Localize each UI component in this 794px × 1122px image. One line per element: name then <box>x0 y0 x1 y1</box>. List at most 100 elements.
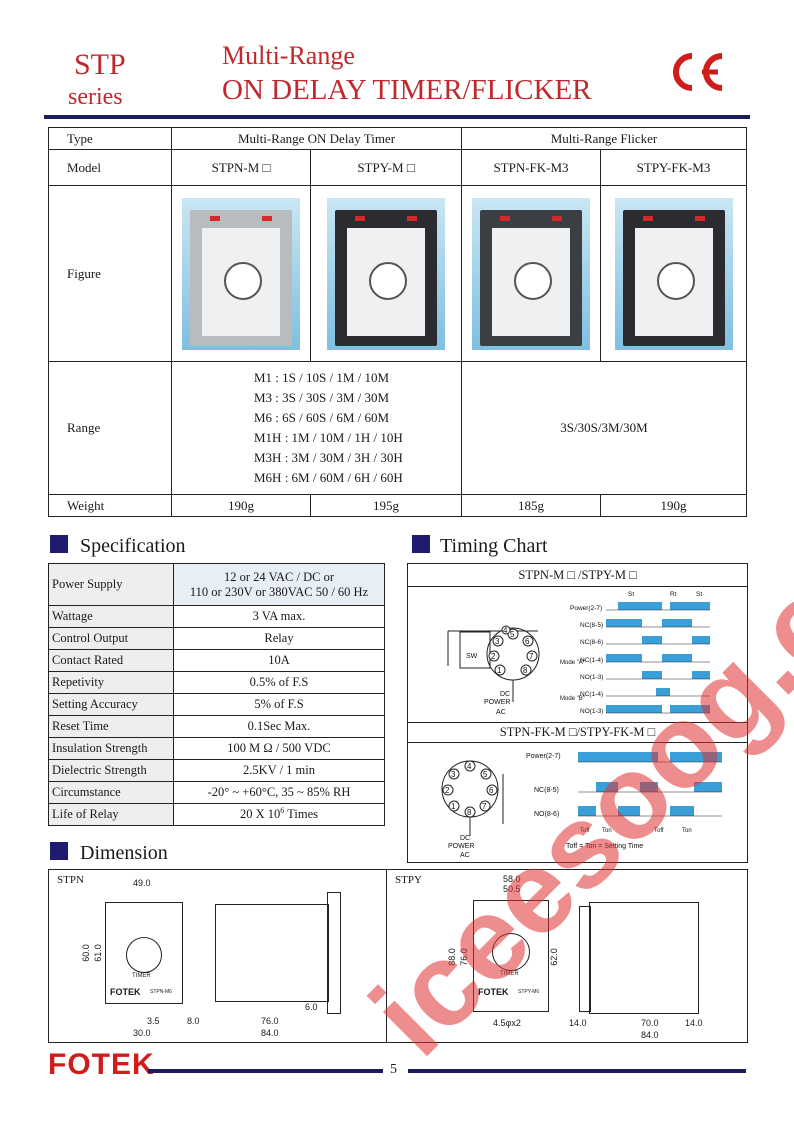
timing-diagram-bottom: 4 5 6 7 8 1 2 3 DC POWER AC Power(2-7) N… <box>441 752 722 859</box>
mode-a-label: Mode "A" <box>560 660 585 666</box>
signal-label: Power(2-7) <box>570 605 602 612</box>
dim-value: 3.5 <box>147 1016 160 1026</box>
pin-label: 2 <box>445 786 450 795</box>
timing-title: Timing Chart <box>440 535 548 557</box>
dim-value: 76.0 <box>261 1016 279 1026</box>
spec-value: -20° ~ +60°C, 35 ~ 85% RH <box>173 781 385 804</box>
series-word: series <box>68 84 123 110</box>
timing-mark: St <box>696 591 702 598</box>
dim-label-stpn: STPN <box>57 874 84 886</box>
dim-value: 61.0 <box>92 944 103 962</box>
timer-label: TIMER <box>132 973 151 979</box>
pin-label: 1 <box>497 666 502 675</box>
ac-label: AC <box>496 709 506 716</box>
timing-diagram-top: 5 6 7 8 1 2 3 4 SW DC POWER AC St Rt St … <box>447 591 710 716</box>
power-label: POWER <box>484 699 510 706</box>
spec-value: 3 VA max. <box>173 605 385 628</box>
spec-value: 0.5% of F.S <box>173 671 385 694</box>
header-rule <box>44 115 750 119</box>
spec-key: Power Supply <box>48 563 174 606</box>
type-timer: Multi-Range ON Delay Timer <box>171 127 462 150</box>
pin-label: 5 <box>483 770 488 779</box>
dim-value: 30.0 <box>133 1028 151 1038</box>
signal-label: NC(1-4) <box>580 657 603 664</box>
spec-key: Life of Relay <box>48 803 174 826</box>
model-label: Model <box>48 149 172 186</box>
spec-value: 12 or 24 VAC / DC or <box>224 569 334 584</box>
product-image-stpn-fk <box>472 197 590 350</box>
pin-label: 8 <box>467 808 472 817</box>
spec-key: Contact Rated <box>48 649 174 672</box>
weight-value: 190g <box>600 494 747 517</box>
dim-value: 8.0 <box>187 1016 200 1026</box>
pin-label: 7 <box>482 802 487 811</box>
dimension-title: Dimension <box>80 842 168 864</box>
footer-rule <box>408 1069 746 1073</box>
pin-label: 3 <box>451 770 456 779</box>
dim-value: 70.0 <box>641 1018 659 1028</box>
timing-mark: Ton <box>602 828 612 834</box>
pin-label: 7 <box>529 652 534 661</box>
dim-value: 88.0 <box>446 948 457 966</box>
series-code: STP <box>74 48 126 81</box>
timer-range-list: M1 : 1S / 10S / 1M / 10M M3 : 3S / 30S /… <box>254 368 461 488</box>
spec-key: Repetivity <box>48 671 174 694</box>
range-label: Range <box>48 361 172 495</box>
spec-value: 0.1Sec Max. <box>173 715 385 738</box>
timing-mark: Toff <box>654 828 664 834</box>
signal-label: Power(2-7) <box>526 753 561 760</box>
dimension-box: STPN STPY TIMER FOTEK STPN-M6 49.0 60.0 … <box>48 869 748 1043</box>
spec-value: 2.5KV / 1 min <box>173 759 385 782</box>
pin-label: 4 <box>467 762 472 771</box>
device-brand: FOTEK <box>110 987 141 997</box>
signal-label: NC(8-5) <box>534 787 559 794</box>
timing-mark: St <box>628 591 634 598</box>
range-item: M6H : 6M / 60M / 6H / 60H <box>254 470 403 485</box>
signal-label: NO(1-3) <box>580 674 603 681</box>
type-label: Type <box>48 127 172 150</box>
flicker-range: 3S/30S/3M/30M <box>461 361 747 495</box>
spec-key: Control Output <box>48 627 174 650</box>
spec-key: Setting Accuracy <box>48 693 174 716</box>
stpn-front-drawing: TIMER FOTEK STPN-M6 <box>105 902 183 1004</box>
spec-key: Dielectric Strength <box>48 759 174 782</box>
range-item: M3H : 3M / 30M / 3H / 30H <box>254 450 403 465</box>
stpy-front-drawing: TIMER FOTEK STPY-M6 <box>473 900 549 1012</box>
spec-value: 5% of F.S <box>173 693 385 716</box>
spec-value: 100 M Ω / 500 VDC <box>173 737 385 760</box>
model-stpn-fk: STPN-FK-M3 <box>461 149 601 186</box>
dim-value: 58.0 <box>503 874 521 884</box>
pin-label: 6 <box>525 637 530 646</box>
dim-value: 76.0 <box>458 948 469 966</box>
range-item: M1H : 1M / 10M / 1H / 10H <box>254 430 403 445</box>
product-image-stpn-m <box>182 197 300 350</box>
range-item: M1 : 1S / 10S / 1M / 10M <box>254 370 390 385</box>
pin-label: 4 <box>503 626 508 635</box>
dim-value: 62.0 <box>548 948 559 966</box>
signal-label: NC(8-6) <box>580 639 603 646</box>
spec-key: Wattage <box>48 605 174 628</box>
section-marker <box>412 535 430 553</box>
dim-value: 6.0 <box>305 1002 318 1012</box>
spec-title: Specification <box>80 535 186 557</box>
range-item: M3 : 3S / 30S / 3M / 30M <box>254 390 390 405</box>
spec-value: 20 X 10 <box>240 807 281 822</box>
dim-value: 4.5φx2 <box>493 1018 521 1028</box>
timing-mark: Rt <box>670 591 677 598</box>
signal-label: NO(8-6) <box>534 811 559 818</box>
pin-label: 6 <box>489 786 494 795</box>
device-model: STPN-M6 <box>150 989 172 995</box>
weight-value: 190g <box>171 494 311 517</box>
device-model: STPY-M6 <box>518 989 540 995</box>
timing-mark: Toff <box>580 828 590 834</box>
model-stpy-m: STPY-M □ <box>310 149 462 186</box>
model-stpy-fk: STPY-FK-M3 <box>600 149 747 186</box>
spec-key: Circumstance <box>48 781 174 804</box>
timer-label: TIMER <box>500 971 519 977</box>
figure-label: Figure <box>48 185 172 362</box>
dim-value: 84.0 <box>641 1030 659 1040</box>
product-image-stpy-fk <box>614 197 733 350</box>
timing-chart-box: STPN-M □ /STPY-M □ STPN-FK-M □/STPY-FK-M… <box>407 563 748 863</box>
signal-label: NC(8-5) <box>580 622 603 629</box>
